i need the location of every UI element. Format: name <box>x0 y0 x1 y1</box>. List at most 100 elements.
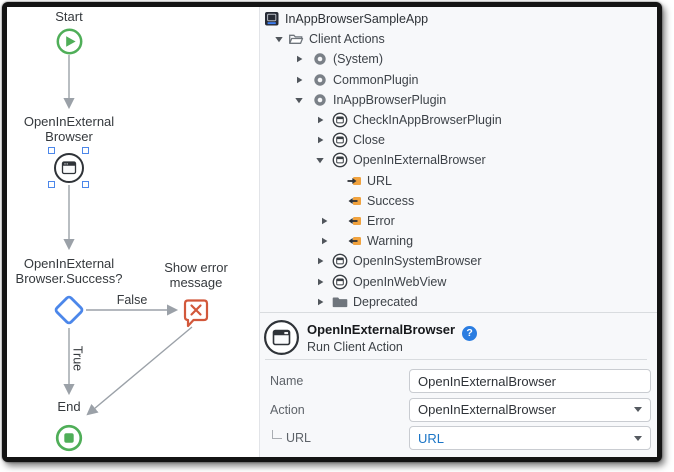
flow-connectors <box>63 55 193 416</box>
client-action-icon <box>332 132 348 148</box>
tree-item[interactable]: URL <box>260 171 657 191</box>
application-icon <box>264 11 280 27</box>
dropdown-caret-icon <box>634 435 642 441</box>
dropdown-url[interactable]: URL <box>409 426 651 450</box>
tree-item[interactable]: Close <box>260 130 657 150</box>
chevron-right-icon[interactable] <box>314 296 326 308</box>
dropdown-caret-icon <box>634 407 642 412</box>
chevron-right-icon[interactable] <box>293 74 305 86</box>
end-node[interactable] <box>55 424 83 457</box>
folder-open-icon <box>288 31 304 47</box>
property-value: URL <box>418 430 445 446</box>
tree-item-label: Client Actions <box>309 32 385 47</box>
property-value: OpenInExternalBrowser <box>418 373 557 389</box>
tree-item-label: OpenInExternalBrowser <box>353 153 486 168</box>
tree-item-label: (System) <box>333 52 383 67</box>
selection-handle[interactable] <box>48 147 55 154</box>
run-client-action-icon <box>263 319 300 361</box>
property-label: URL <box>286 431 312 445</box>
tree-item-label: Error <box>367 213 395 228</box>
tree-item-label: Close <box>353 133 385 148</box>
property-label: Action <box>270 402 305 417</box>
client-action-icon <box>332 274 348 290</box>
chevron-right-icon[interactable] <box>314 114 326 126</box>
end-node-label: End <box>57 399 81 414</box>
true-branch-label: True <box>70 345 85 372</box>
tree-item-root[interactable]: InAppBrowserSampleApp <box>260 9 657 29</box>
tree-item[interactable]: Client Actions <box>260 29 657 49</box>
chevron-down-icon[interactable] <box>314 154 326 166</box>
tree-item-label: CommonPlugin <box>333 72 419 87</box>
tree-item-label: Success <box>367 193 415 208</box>
chevron-right-icon[interactable] <box>318 215 330 227</box>
tree-item[interactable]: OpenInExternalBrowser <box>260 150 657 170</box>
app-window: Start OpenInExternal Browser <box>2 2 662 462</box>
browser-icon <box>54 153 84 183</box>
property-value: OpenInExternalBrowser <box>418 402 557 417</box>
nested-connector <box>272 430 282 439</box>
output-parameter-icon <box>346 213 362 229</box>
if-node-label: OpenInExternal Browser.Success? <box>15 256 123 286</box>
tree-item[interactable]: Warning <box>260 231 657 251</box>
output-parameter-icon <box>346 193 362 209</box>
client-actions-tree: InAppBrowserSampleApp Client Actions (Sy… <box>260 7 657 313</box>
output-parameter-icon <box>346 233 362 249</box>
properties-subtitle: Run Client Action <box>307 340 403 354</box>
selection-handle[interactable] <box>82 181 89 188</box>
action-node-label: OpenInExternal Browser <box>23 114 115 144</box>
chevron-right-icon[interactable] <box>318 235 330 247</box>
start-node[interactable] <box>56 28 83 60</box>
chevron-down-icon[interactable] <box>273 33 285 45</box>
false-branch-label: False <box>116 293 148 307</box>
chevron-right-icon[interactable] <box>314 255 326 267</box>
show-error-message-node[interactable] <box>181 297 211 334</box>
chevron-right-icon[interactable] <box>314 276 326 288</box>
tree-item[interactable]: CheckInAppBrowserPlugin <box>260 110 657 130</box>
tree-item[interactable]: CommonPlugin <box>260 70 657 90</box>
tree-item-label: Warning <box>367 234 414 249</box>
run-client-action-node[interactable] <box>53 152 85 189</box>
diamond-icon <box>54 295 84 325</box>
right-panel: InAppBrowserSampleApp Client Actions (Sy… <box>259 7 657 457</box>
tree-item-label: InAppBrowserSampleApp <box>285 12 429 27</box>
if-node[interactable] <box>51 292 87 333</box>
input-name[interactable]: OpenInExternalBrowser <box>409 369 651 393</box>
property-row-action: Action OpenInExternalBrowser <box>270 397 651 422</box>
divider <box>265 359 647 360</box>
start-node-label: Start <box>55 9 83 24</box>
stop-icon <box>55 424 83 452</box>
tree-item[interactable]: OpenInSystemBrowser <box>260 251 657 271</box>
properties-title: OpenInExternalBrowser? <box>307 322 478 341</box>
chevron-right-icon[interactable] <box>293 53 305 65</box>
tree-item-label: InAppBrowserPlugin <box>333 92 447 107</box>
client-action-icon <box>332 112 348 128</box>
folder-closed-icon <box>332 294 348 310</box>
tree-item[interactable]: OpenInWebView <box>260 271 657 291</box>
play-icon <box>56 28 83 55</box>
property-row-url: URL URL <box>270 426 651 450</box>
tree-item-label: Deprecated <box>353 294 418 309</box>
help-icon[interactable]: ? <box>462 326 478 341</box>
tree-item[interactable]: Error <box>260 211 657 231</box>
client-action-icon <box>332 152 348 168</box>
input-parameter-icon <box>346 173 362 189</box>
plugin-icon <box>312 51 328 67</box>
flow-canvas[interactable]: Start OpenInExternal Browser <box>7 7 259 457</box>
tree-item-label: URL <box>367 173 393 188</box>
chevron-down-icon[interactable] <box>293 94 305 106</box>
chevron-right-icon[interactable] <box>314 134 326 146</box>
property-label: Name <box>270 374 304 388</box>
selection-handle[interactable] <box>48 181 55 188</box>
tree-item-label: CheckInAppBrowserPlugin <box>353 113 502 128</box>
tree-item[interactable]: Success <box>260 191 657 211</box>
tree-item[interactable]: InAppBrowserPlugin <box>260 90 657 110</box>
plugin-icon <box>312 72 328 88</box>
dropdown-action[interactable]: OpenInExternalBrowser <box>409 397 651 422</box>
tree-item[interactable]: (System) <box>260 49 657 69</box>
selection-handle[interactable] <box>82 147 89 154</box>
error-message-icon <box>183 299 209 328</box>
error-node-label: Show error message <box>164 260 228 290</box>
tree-item[interactable]: Deprecated <box>260 292 657 312</box>
plugin-icon <box>312 92 328 108</box>
client-action-icon <box>332 253 348 269</box>
